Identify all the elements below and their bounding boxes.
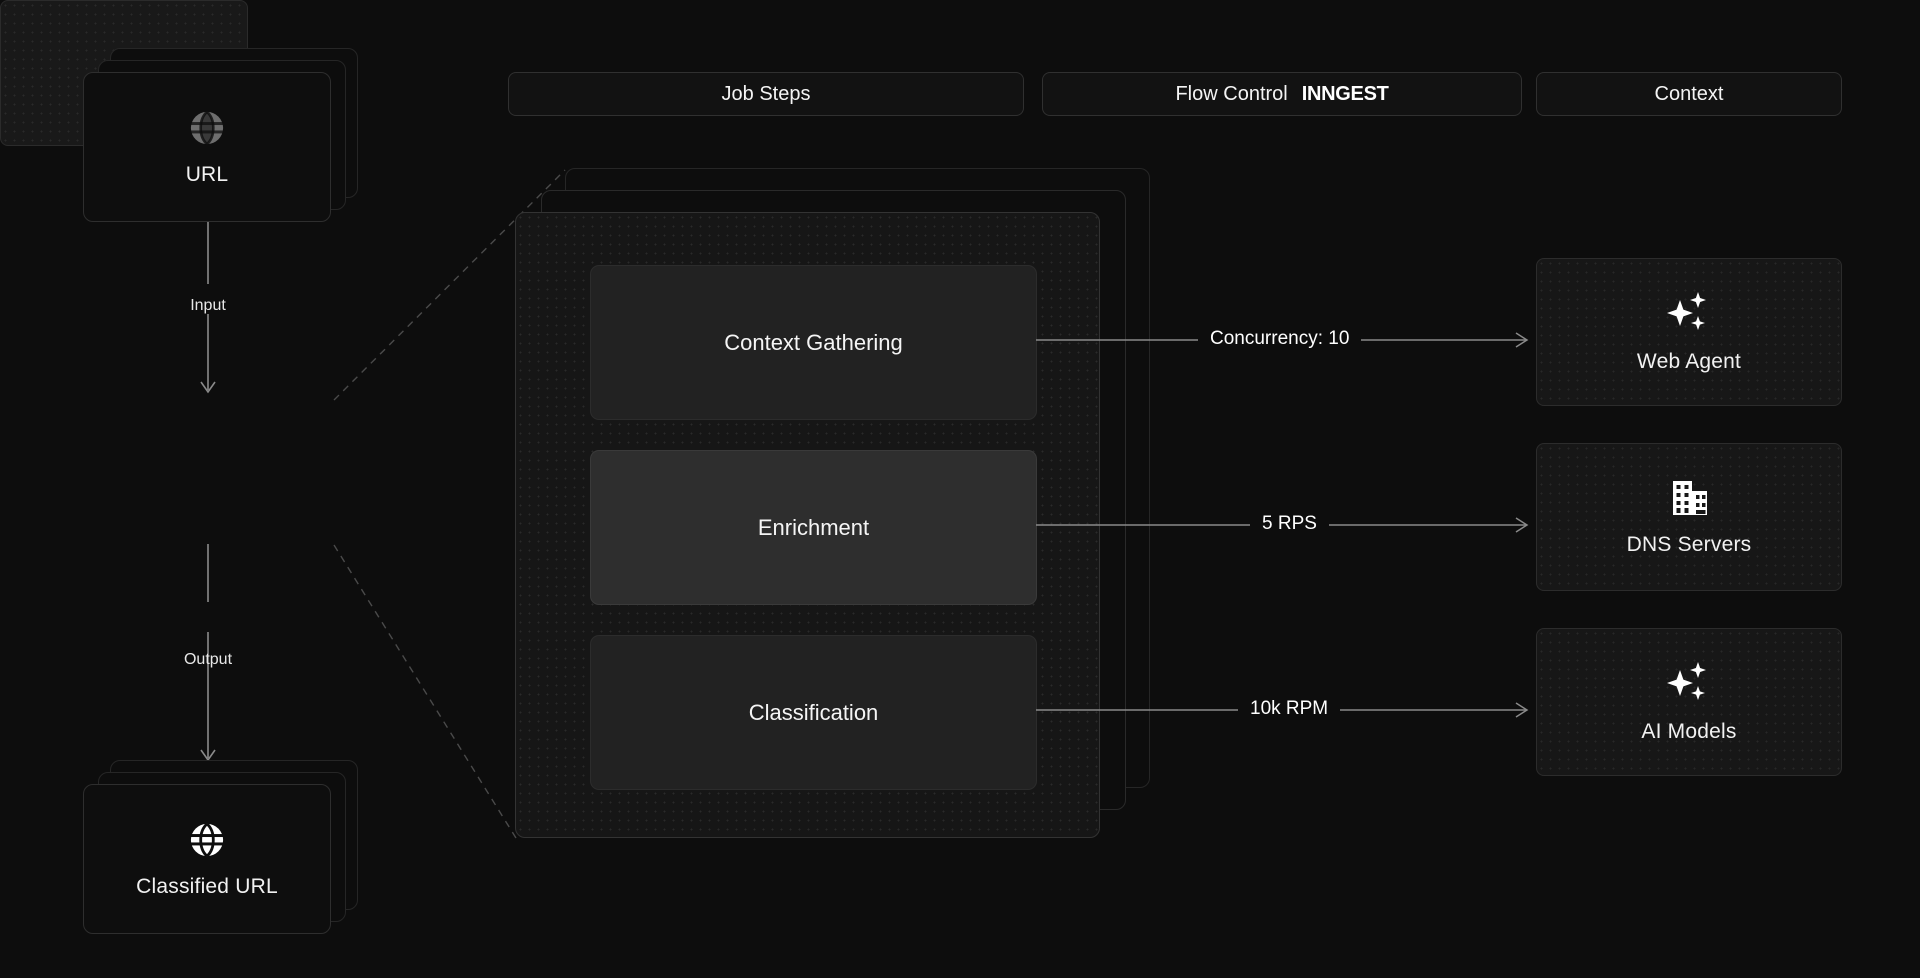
flow-edge-label-concurrency: Concurrency: 10 [1198, 328, 1362, 350]
node-classify-card[interactable]: Classify [0, 0, 997, 530]
context-card-ai-models-label: AI Models [1641, 720, 1737, 743]
inngest-brand-label: INNGEST [1301, 82, 1389, 105]
globe-icon [186, 819, 228, 861]
header-pill-context[interactable]: Context [1536, 72, 1842, 116]
sparkles-icon [1661, 290, 1717, 338]
sparkles-icon [1661, 660, 1717, 708]
job-step-label-1: Enrichment [757, 514, 870, 540]
context-card-dns-servers[interactable]: DNS Servers [1536, 443, 1842, 591]
header-pill-context-label: Context [1654, 82, 1724, 105]
edge-label-input: Input [190, 297, 226, 314]
header-pill-flow-control-label: Flow Control [1175, 82, 1288, 105]
header-pill-job-steps-label: Job Steps [721, 82, 811, 105]
context-card-web-agent-label: Web Agent [1636, 350, 1742, 373]
flow-edge-label-rpm: 10k RPM [1238, 698, 1341, 720]
job-step-label-0: Context Gathering [724, 329, 903, 355]
job-step-card-1[interactable]: Enrichment [590, 450, 1037, 605]
node-url-label: URL [185, 163, 229, 186]
node-url-card[interactable]: URL [83, 72, 331, 222]
job-step-label-2: Classification [748, 699, 879, 725]
edge-label-output: Output [183, 651, 233, 668]
globe-icon [186, 107, 228, 149]
context-card-ai-models[interactable]: AI Models [1536, 628, 1842, 776]
job-step-card-2[interactable]: Classification [590, 635, 1037, 790]
header-pill-job-steps[interactable]: Job Steps [508, 72, 1024, 116]
job-step-card-0[interactable]: Context Gathering [590, 265, 1037, 420]
flow-edge-label-rps: 5 RPS [1250, 513, 1329, 535]
node-classified-url-label: Classified URL [136, 875, 278, 898]
edge-url-to-classify [200, 222, 216, 394]
header-pill-flow-control[interactable]: Flow Control INNGEST [1042, 72, 1522, 116]
node-classified-url-card[interactable]: Classified URL [83, 784, 331, 934]
building-icon [1665, 477, 1713, 521]
job-steps-panel: Context Gathering Enrichment Classificat… [515, 212, 1100, 838]
context-card-web-agent[interactable]: Web Agent [1536, 258, 1842, 406]
context-card-dns-servers-label: DNS Servers [1626, 533, 1752, 556]
